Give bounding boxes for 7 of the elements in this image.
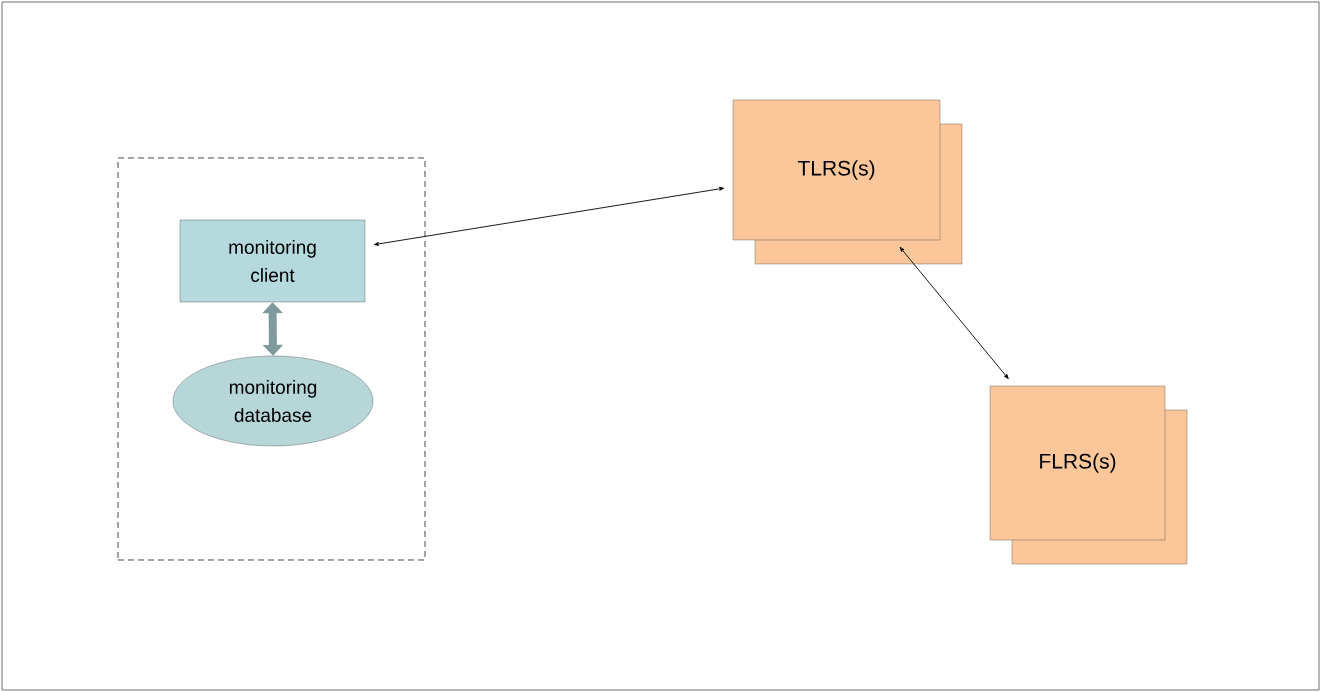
arrow (374, 186, 725, 246)
double-arrow (262, 302, 284, 356)
stacked-box: FLRS(s) (989, 385, 1188, 565)
stacked-box: TLRS(s) (732, 99, 963, 265)
dashed-group-box (117, 157, 426, 561)
process-box: monitoring client (179, 219, 366, 303)
arrow (899, 246, 1009, 380)
